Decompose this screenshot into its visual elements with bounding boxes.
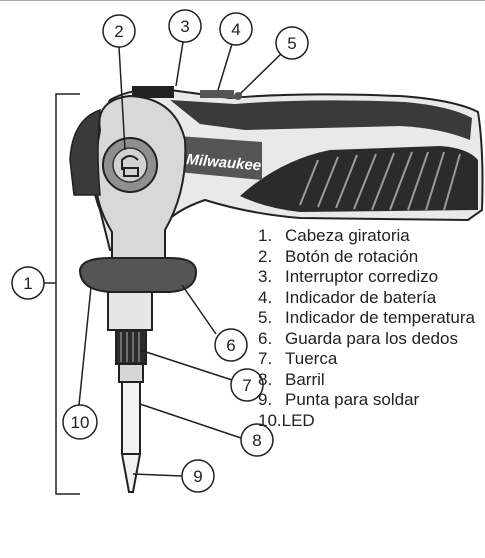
legend-number: 1. (258, 226, 273, 245)
battery-indicator (200, 90, 234, 98)
legend-number: 4. (258, 287, 273, 307)
callout-number: 8 (252, 431, 261, 450)
head-shadow (69, 108, 101, 196)
legend-item: 1. Cabeza giratoria (258, 227, 485, 245)
legend-label: LED (281, 410, 315, 430)
callout-5: 5 (275, 26, 309, 60)
legend-item: 8. Barril (258, 369, 485, 389)
legend-number: 10. (258, 410, 282, 430)
legend-number: 7. (258, 349, 273, 368)
legend-item: 2. Botón de rotación (258, 246, 485, 266)
callout-2: 2 (102, 14, 136, 48)
finger-guard (78, 257, 198, 293)
legend-number: 2. (258, 246, 273, 266)
legend-number: 9. (258, 390, 273, 409)
slide-switch (132, 86, 174, 98)
rotation-lock-icon (121, 155, 139, 177)
legend-label: Botón de rotación (285, 246, 419, 266)
rotating-head (69, 94, 187, 263)
callout-7: 7 (230, 368, 264, 402)
legend-item: 6. Guarda para los dedos (258, 328, 485, 348)
brand-logo: Milwaukee (186, 151, 262, 174)
callout-number: 2 (114, 22, 123, 41)
legend-item: 9. Punta para soldar (258, 391, 485, 409)
callout-number: 9 (193, 467, 202, 486)
callout-number: 6 (226, 336, 235, 355)
legend-item: 3. Interruptor corredizo (258, 268, 485, 286)
legend-label: Tuerca (285, 349, 338, 368)
handle-grip (240, 146, 478, 212)
callout-number: 10 (71, 413, 90, 432)
legend-number: 3. (258, 267, 273, 286)
legend-item: 5. Indicador de temperatura (258, 309, 485, 327)
callout-number: 4 (231, 20, 240, 39)
leader-lines (78, 41, 284, 477)
callout-6: 6 (214, 328, 248, 362)
legend-label: Punta para soldar (285, 390, 420, 409)
nut-knurl (120, 332, 140, 362)
callout-3: 3 (168, 9, 202, 43)
legend-item: 7. Tuerca (258, 350, 485, 368)
legend-label: Guarda para los dedos (285, 328, 458, 348)
collar (107, 291, 153, 331)
callout-number: 1 (23, 274, 32, 293)
tool-body: Milwaukee (91, 86, 484, 251)
legend-label: Interruptor corredizo (285, 267, 439, 286)
callout-number: 7 (242, 376, 251, 395)
barrel (121, 381, 141, 455)
bracket (55, 93, 80, 495)
callout-number: 3 (180, 17, 189, 36)
callout-9: 9 (181, 459, 215, 493)
parts-legend: 1. Cabeza giratoria 2. Botón de rotación 3… (258, 227, 485, 432)
soldering-tip (120, 453, 142, 493)
legend-item: 4. Indicador de batería (258, 287, 485, 307)
callout-1: 1 (11, 266, 45, 300)
grip-ribs (299, 151, 461, 211)
barrel-upper (118, 363, 144, 383)
handle-top-band (170, 100, 472, 140)
legend-number: 6. (258, 328, 273, 348)
legend-number: 5. (258, 308, 273, 327)
legend-label: Cabeza giratoria (285, 226, 410, 245)
callout-number: 5 (287, 34, 296, 53)
callout-10: 10 (62, 404, 98, 440)
callout-8: 8 (240, 423, 274, 457)
legend-number: 8. (258, 369, 273, 389)
legend-item: 10.LED (258, 410, 485, 430)
callout-4: 4 (219, 12, 253, 46)
legend-label: Indicador de temperatura (285, 308, 475, 327)
legend-label: Barril (285, 369, 325, 389)
legend-label: Indicador de batería (285, 287, 437, 307)
brand-plate (178, 136, 262, 180)
